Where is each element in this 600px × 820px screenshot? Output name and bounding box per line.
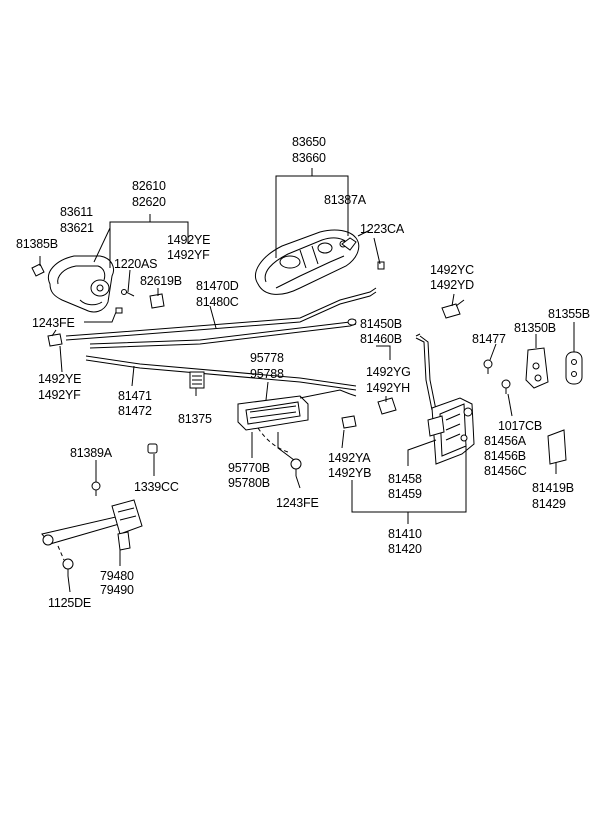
- rod-81460B: [415, 335, 437, 411]
- label-82610: 82610: [132, 179, 166, 193]
- label-95788: 95788: [250, 367, 284, 381]
- label-95780B: 95780B: [228, 476, 270, 490]
- label-81460B: 81460B: [360, 332, 402, 346]
- label-81410: 81410: [388, 527, 422, 541]
- label-1492YD: 1492YD: [430, 278, 474, 292]
- label-81450B: 81450B: [360, 317, 402, 331]
- striker-81350B: [525, 347, 549, 389]
- label-81387A: 81387A: [324, 193, 367, 207]
- label-81477: 81477: [472, 332, 506, 346]
- label-83611: 83611: [60, 205, 93, 219]
- part-labels: 83650 83660 81387A 1223CA 82610 82620 83…: [16, 135, 590, 610]
- door-checker-79480: [41, 499, 143, 561]
- label-1492YH: 1492YH: [366, 381, 410, 395]
- label-81375: 81375: [178, 412, 212, 426]
- label-81480C: 81480C: [196, 295, 239, 309]
- label-1243FE-bottom: 1243FE: [276, 496, 319, 510]
- label-81420: 81420: [388, 542, 422, 556]
- label-1492YB: 1492YB: [328, 466, 371, 480]
- clip-1492YE-left: [47, 329, 63, 347]
- label-81429: 81429: [532, 497, 566, 511]
- label-1492YE-left: 1492YE: [38, 372, 81, 386]
- cover-82619B: [149, 293, 165, 309]
- cover-81419B: [547, 429, 567, 465]
- label-1492YA: 1492YA: [328, 451, 371, 465]
- rod-81470D: [65, 287, 377, 341]
- rod-81471: [85, 355, 357, 391]
- inside-door-handle: [48, 255, 114, 313]
- label-1492YG: 1492YG: [366, 365, 411, 379]
- bolt-1339CC: [147, 443, 158, 454]
- label-1492YC: 1492YC: [430, 263, 474, 277]
- clip-81385B: [31, 263, 45, 277]
- clip-1492YA: [341, 415, 357, 429]
- label-81456A: 81456A: [484, 434, 527, 448]
- label-1492YF-top: 1492YF: [167, 248, 210, 262]
- label-81419B: 81419B: [532, 481, 574, 495]
- label-81472: 81472: [118, 404, 152, 418]
- label-81470D: 81470D: [196, 279, 239, 293]
- clip-1492YG: [377, 397, 397, 415]
- actuator-95770B: [237, 389, 357, 431]
- label-1223CA: 1223CA: [360, 222, 405, 236]
- label-81355B: 81355B: [548, 307, 590, 321]
- label-1017CB: 1017CB: [498, 419, 542, 433]
- label-81456B: 81456B: [484, 449, 526, 463]
- label-81458: 81458: [388, 472, 422, 486]
- bolt-1017CB: [501, 379, 511, 394]
- label-1492YE-top: 1492YE: [167, 233, 210, 247]
- label-79490: 79490: [100, 583, 134, 597]
- label-83660: 83660: [292, 151, 326, 165]
- connector-81375: [189, 371, 205, 389]
- label-83650: 83650: [292, 135, 326, 149]
- latch-plate-81458: [427, 415, 445, 437]
- screw-1220AS: [121, 289, 135, 297]
- wire-95778: [257, 427, 289, 453]
- label-81385B: 81385B: [16, 237, 58, 251]
- label-1339CC: 1339CC: [134, 480, 179, 494]
- label-95778: 95778: [250, 351, 284, 365]
- outside-door-handle: [255, 229, 360, 295]
- label-1492YF-left: 1492YF: [38, 388, 81, 402]
- handle-cap-81387A: [341, 237, 357, 251]
- leader-lines: [39, 168, 575, 593]
- label-81389A: 81389A: [70, 446, 113, 460]
- clip-1223CA: [377, 261, 385, 270]
- label-81471: 81471: [118, 389, 152, 403]
- label-81459: 81459: [388, 487, 422, 501]
- bolt-1125DE: [62, 558, 74, 576]
- shim-81355B: [565, 351, 583, 385]
- clip-1492YC: [441, 299, 465, 319]
- label-1220AS: 1220AS: [114, 257, 157, 271]
- label-1243FE-top: 1243FE: [32, 316, 75, 330]
- bolt-1243FE-bottom: [290, 458, 302, 476]
- clip-1243FE-top: [115, 307, 123, 314]
- label-82620: 82620: [132, 195, 166, 209]
- bolt-81389A: [91, 481, 101, 496]
- label-95770B: 95770B: [228, 461, 270, 475]
- label-83621: 83621: [60, 221, 94, 235]
- label-82619B: 82619B: [140, 274, 182, 288]
- label-79480: 79480: [100, 569, 134, 583]
- screw-81477: [483, 359, 493, 374]
- label-1125DE: 1125DE: [48, 596, 91, 610]
- label-81456C: 81456C: [484, 464, 527, 478]
- rod-81450B: [89, 318, 357, 349]
- label-81350B: 81350B: [514, 321, 556, 335]
